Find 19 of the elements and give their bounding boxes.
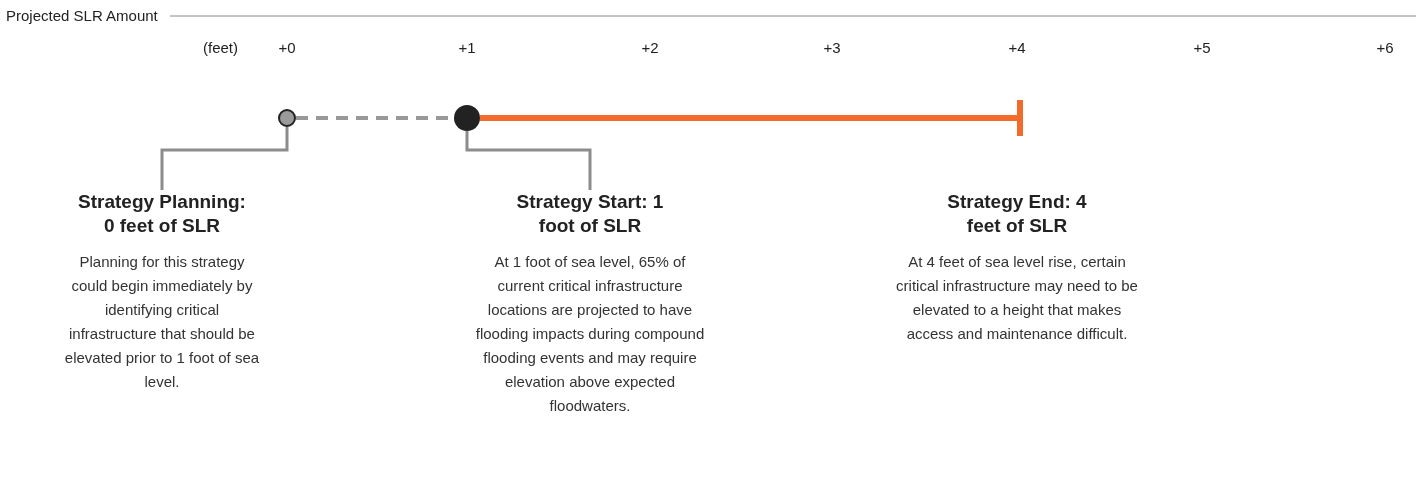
milestone-description: Planning for this strategy could begin immediately by identifying critical infrastructure that should be elevated prior to 1 foot of sea level. bbox=[63, 252, 261, 392]
leader-line bbox=[465, 131, 592, 190]
milestone-description: At 1 foot of sea level, 65% of current critical infrastructure locations are projected to have flooding impacts during compound flooding events and may require elevation above expected floodwaters. bbox=[474, 252, 706, 416]
milestone-heading: Strategy End: 4 feet of SLR bbox=[946, 190, 1088, 238]
end-marker bbox=[1017, 100, 1023, 136]
tick-label: +0 bbox=[278, 38, 296, 58]
milestone-heading: Strategy Planning: 0 feet of SLR bbox=[77, 190, 247, 238]
tick-label: +6 bbox=[1376, 38, 1394, 58]
axis-unit: (feet) bbox=[203, 38, 238, 58]
axis-title: Projected SLR Amount bbox=[6, 6, 158, 26]
tick-label: +3 bbox=[823, 38, 841, 58]
tick-label: +1 bbox=[458, 38, 476, 58]
tick-label: +2 bbox=[641, 38, 659, 58]
tick-label: +4 bbox=[1008, 38, 1026, 58]
tick-label: +5 bbox=[1193, 38, 1211, 58]
leader-line bbox=[160, 127, 289, 190]
milestone-description: At 4 feet of sea level rise, certain critical infrastructure may need to be elevated to a height that makes access and maintenance difficult. bbox=[895, 252, 1139, 344]
timeline-line bbox=[480, 115, 1017, 121]
milestone-heading: Strategy Start: 1 foot of SLR bbox=[515, 190, 665, 238]
